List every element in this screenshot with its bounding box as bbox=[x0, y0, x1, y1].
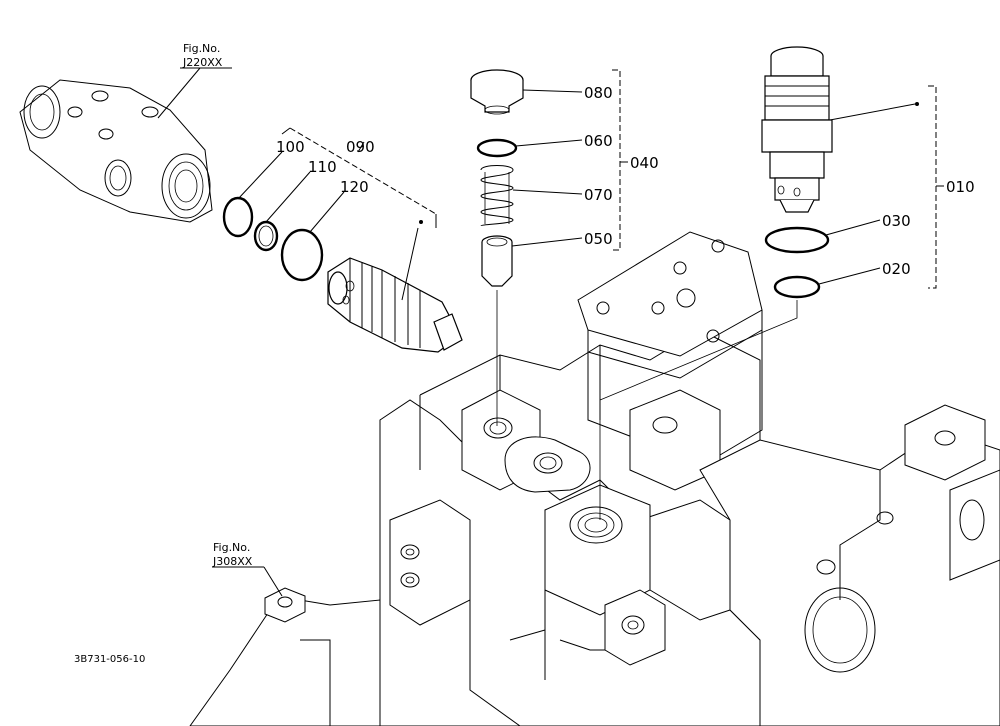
plug-080 bbox=[470, 69, 524, 115]
spring-070 bbox=[480, 165, 514, 227]
callout-080: 080 bbox=[584, 84, 613, 102]
o-ring-060 bbox=[476, 138, 518, 158]
o-ring-120 bbox=[280, 228, 324, 282]
fig-ref-top-line2: J220XX bbox=[182, 56, 223, 69]
drawing-code: 3B731-056-10 bbox=[74, 654, 145, 665]
valve-housing-body bbox=[189, 231, 1000, 726]
o-ring-100 bbox=[222, 196, 254, 238]
callout-010: 010 bbox=[946, 178, 975, 196]
relief-valve-010 bbox=[761, 46, 833, 213]
poppet-050 bbox=[481, 235, 513, 287]
callout-100: 100 bbox=[276, 138, 305, 156]
centerline-010 bbox=[599, 300, 798, 520]
callout-110: 110 bbox=[308, 158, 337, 176]
fig-ref-bottom-line2: J308XX bbox=[212, 555, 253, 568]
callout-050: 050 bbox=[584, 230, 613, 248]
callout-090: 090 bbox=[346, 138, 375, 156]
callout-120: 120 bbox=[340, 178, 369, 196]
cartridge-valve-090 bbox=[327, 257, 463, 353]
callout-020: 020 bbox=[882, 260, 911, 278]
callout-060: 060 bbox=[584, 132, 613, 150]
callout-040: 040 bbox=[630, 154, 659, 172]
figure-ref-top: Fig.No. J220XX bbox=[182, 42, 223, 69]
callout-070: 070 bbox=[584, 186, 613, 204]
o-ring-030 bbox=[764, 226, 830, 254]
backup-ring-020 bbox=[773, 275, 821, 299]
fig-ref-top-line1: Fig.No. bbox=[183, 42, 220, 55]
callout-030: 030 bbox=[882, 212, 911, 230]
figure-ref-bottom: Fig.No. J308XX bbox=[212, 541, 253, 568]
leader-lines bbox=[157, 67, 919, 597]
inlet-fitting bbox=[19, 79, 213, 223]
group-brackets bbox=[281, 69, 944, 289]
fig-ref-bottom-line1: Fig.No. bbox=[213, 541, 250, 554]
